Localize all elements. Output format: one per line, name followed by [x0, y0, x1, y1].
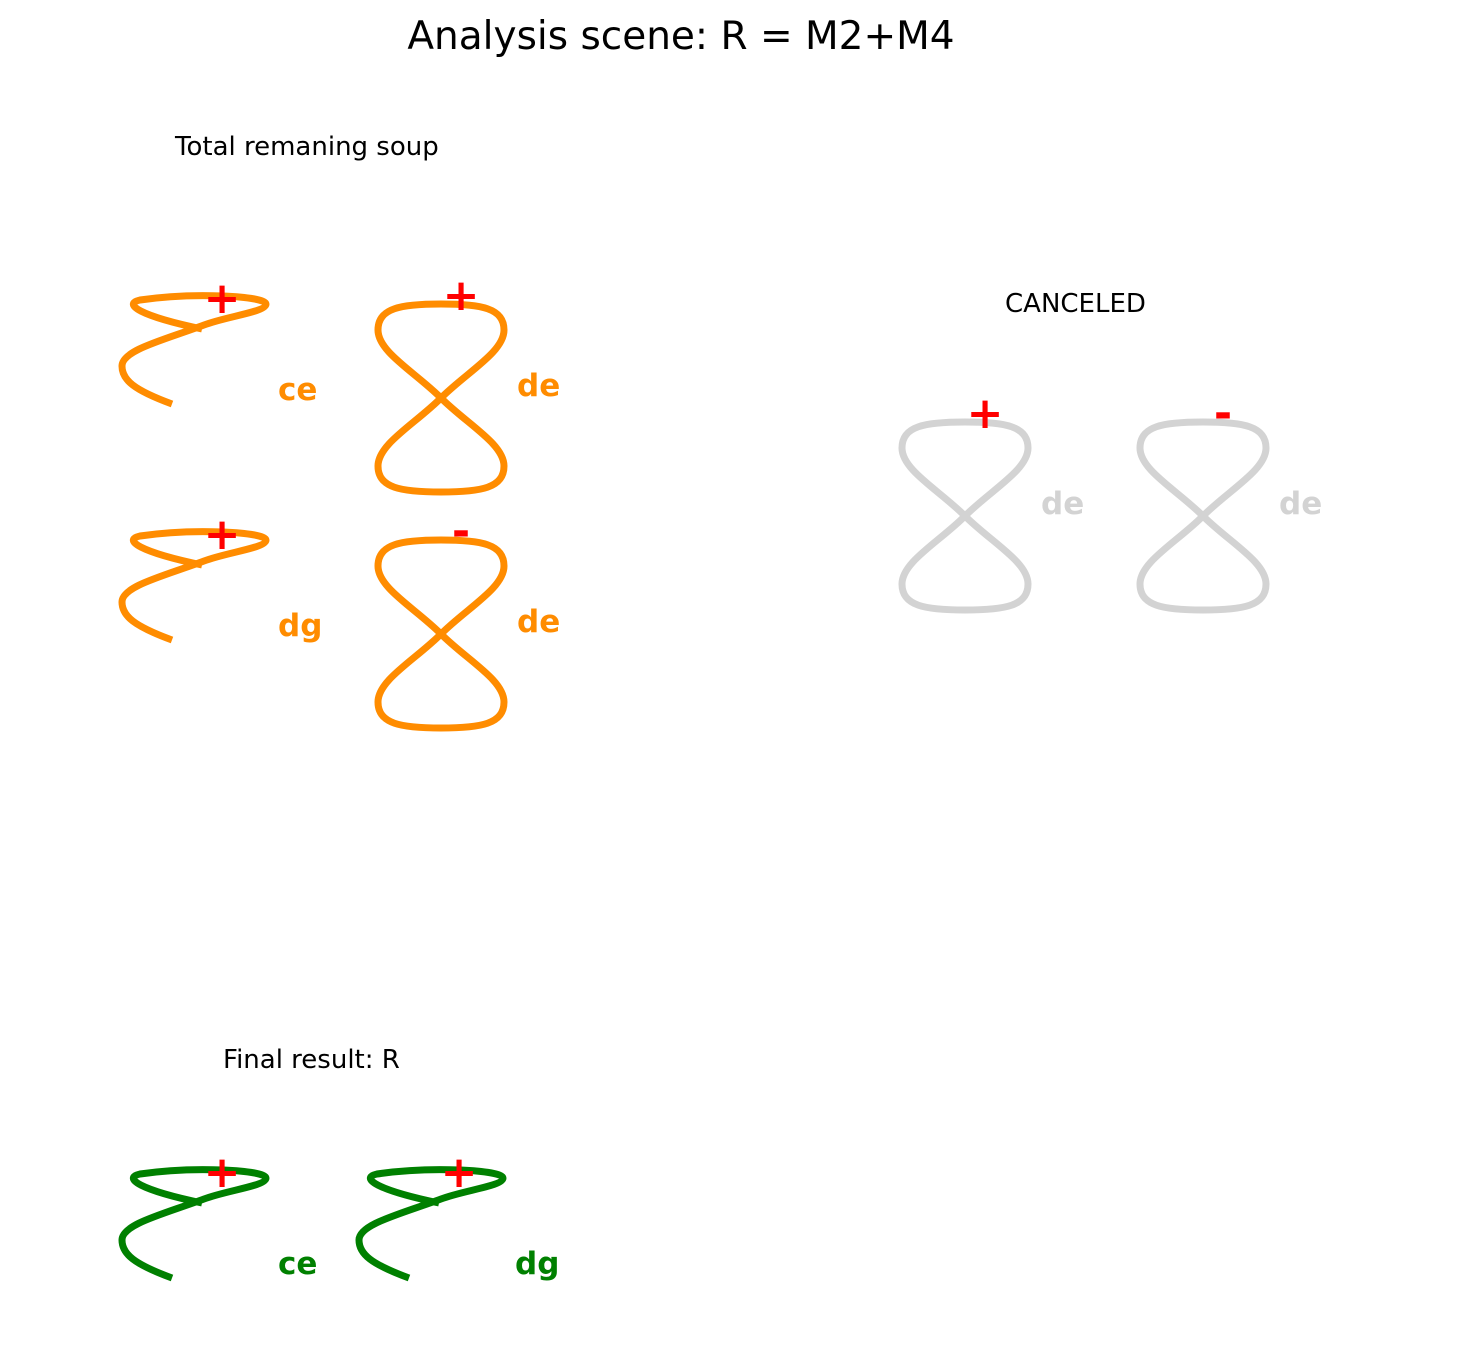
final-section-title: Final result: R — [223, 1045, 400, 1075]
sign-label: - — [452, 506, 470, 557]
sign-label: + — [204, 273, 241, 324]
sign-label: + — [441, 1147, 478, 1198]
strand-label: dg — [278, 608, 322, 644]
strand-label: ce — [278, 372, 317, 408]
sign-label: + — [443, 270, 480, 321]
strand-label: de — [517, 368, 560, 404]
soup-item-de: - de — [374, 506, 560, 732]
soup-item-de: + de — [374, 270, 560, 496]
strand-label: ce — [278, 1246, 317, 1282]
figure-eight-strand — [898, 418, 1032, 614]
curl-strand — [355, 1166, 507, 1282]
sign-label: + — [204, 1147, 241, 1198]
sign-label: + — [204, 509, 241, 560]
scene-title: Analysis scene: R = M2+M4 — [407, 14, 955, 59]
strand-label: de — [1041, 486, 1084, 522]
canceled-item-de: - de — [1136, 388, 1322, 614]
soup-item-ce: + ce — [118, 273, 317, 408]
figure-eight-strand — [374, 300, 508, 496]
soup-item-dg: + dg — [118, 509, 322, 644]
strand-label: de — [517, 604, 560, 640]
canceled-section-title: CANCELED — [1005, 289, 1146, 319]
canceled-item-de: + de — [898, 388, 1084, 614]
curl-strand — [118, 292, 270, 408]
final-item-dg: + dg — [355, 1147, 559, 1282]
strand-label: dg — [515, 1246, 559, 1282]
curl-strand — [118, 1166, 270, 1282]
sign-label: + — [967, 388, 1004, 439]
sign-label: - — [1214, 388, 1232, 439]
figure-eight-strand — [374, 536, 508, 732]
strand-label: de — [1279, 486, 1322, 522]
figure-eight-strand — [1136, 418, 1270, 614]
soup-section-title: Total remaning soup — [175, 132, 439, 162]
curl-strand — [118, 528, 270, 644]
final-item-ce: + ce — [118, 1147, 317, 1282]
